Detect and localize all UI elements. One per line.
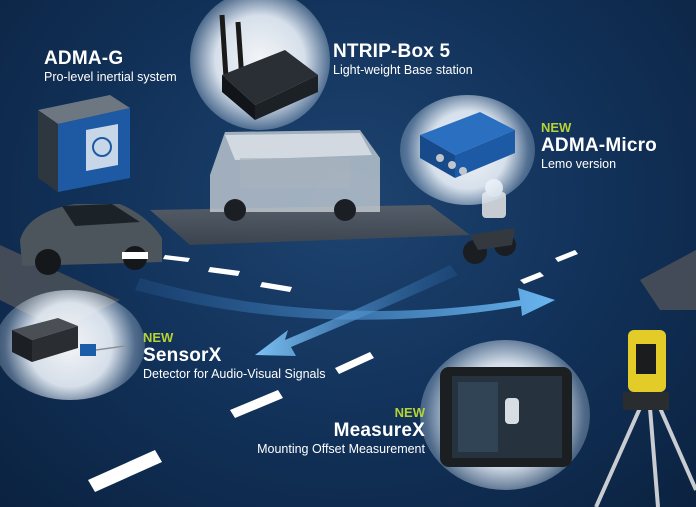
measurex-new-badge: NEW (394, 405, 425, 420)
ntrip-title: NTRIP-Box 5 (333, 41, 451, 62)
adma-g-device (38, 95, 130, 192)
glow-adma-micro (400, 95, 535, 205)
label-ntrip: NTRIP-Box 5 Light-weight Base station (333, 41, 473, 78)
sensorx-title: SensorX (143, 345, 222, 366)
adma-g-subtitle: Pro-level inertial system (44, 70, 177, 84)
total-station-device (594, 330, 696, 507)
adma-micro-new-badge: NEW (541, 120, 572, 135)
label-adma-micro: NEW ADMA-Micro Lemo version (541, 120, 657, 172)
van-vehicle (210, 130, 380, 221)
glow-sensorx (0, 290, 145, 400)
label-sensorx: NEW SensorX Detector for Audio-Visual Si… (143, 330, 326, 382)
adma-micro-subtitle: Lemo version (541, 157, 617, 171)
arrow-right (135, 278, 555, 320)
arrow-left (255, 265, 458, 356)
glow-measurex (420, 340, 590, 490)
measurex-title: MeasureX (333, 420, 425, 441)
ntrip-subtitle: Light-weight Base station (333, 63, 473, 77)
road-right (640, 250, 696, 310)
adma-micro-title: ADMA-Micro (541, 135, 657, 156)
sensorx-subtitle: Detector for Audio-Visual Signals (143, 367, 326, 381)
car-vehicle (20, 204, 162, 275)
label-measurex: NEW MeasureX Mounting Offset Measurement (248, 405, 425, 457)
lane-markings (88, 250, 578, 492)
label-adma-g: ADMA-G Pro-level inertial system (44, 48, 177, 85)
measurex-subtitle: Mounting Offset Measurement (257, 442, 425, 456)
adma-g-title: ADMA-G (44, 48, 124, 69)
sensorx-new-badge: NEW (143, 330, 174, 345)
